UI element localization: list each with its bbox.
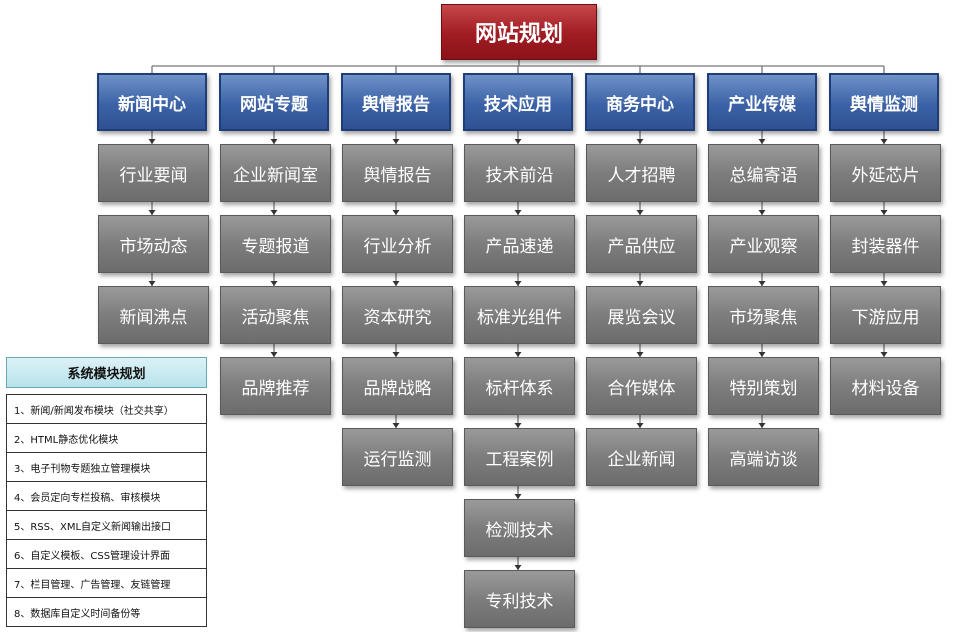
legend-item: 2、HTML静态优化模块	[7, 424, 206, 453]
item-node: 运行监测	[342, 428, 453, 486]
item-node: 标准光组件	[464, 286, 575, 344]
legend-item: 1、新闻/新闻发布模块（社交共享）	[7, 395, 206, 424]
item-node: 检测技术	[464, 499, 575, 557]
category-node: 产业传媒	[707, 73, 817, 131]
item-node: 活动聚焦	[220, 286, 331, 344]
item-node: 品牌战略	[342, 357, 453, 415]
category-node: 技术应用	[463, 73, 573, 131]
item-node: 市场聚焦	[708, 286, 819, 344]
item-node: 外延芯片	[830, 144, 941, 202]
item-node: 专利技术	[464, 570, 575, 628]
legend-list: 1、新闻/新闻发布模块（社交共享） 2、HTML静态优化模块 3、电子刊物专题独…	[6, 394, 207, 627]
category-node: 网站专题	[219, 73, 329, 131]
legend-item: 3、电子刊物专题独立管理模块	[7, 453, 206, 482]
item-node: 专题报道	[220, 215, 331, 273]
item-node: 人才招聘	[586, 144, 697, 202]
item-node: 产业观察	[708, 215, 819, 273]
item-node: 材料设备	[830, 357, 941, 415]
item-node: 舆情报告	[342, 144, 453, 202]
legend-item: 8、数据库自定义时间备份等	[7, 598, 206, 627]
item-node: 标杆体系	[464, 357, 575, 415]
item-node: 技术前沿	[464, 144, 575, 202]
item-node: 高端访谈	[708, 428, 819, 486]
module-legend: 系统模块规划 1、新闻/新闻发布模块（社交共享） 2、HTML静态优化模块 3、…	[6, 357, 207, 627]
root-node: 网站规划	[441, 4, 597, 60]
item-node: 产品供应	[586, 215, 697, 273]
item-node: 企业新闻	[586, 428, 697, 486]
item-node: 品牌推荐	[220, 357, 331, 415]
item-node: 行业分析	[342, 215, 453, 273]
category-node: 舆情监测	[829, 73, 939, 131]
legend-title: 系统模块规划	[6, 357, 207, 388]
item-node: 总编寄语	[708, 144, 819, 202]
item-node: 工程案例	[464, 428, 575, 486]
item-node: 合作媒体	[586, 357, 697, 415]
item-node: 封装器件	[830, 215, 941, 273]
item-node: 下游应用	[830, 286, 941, 344]
item-node: 市场动态	[98, 215, 209, 273]
item-node: 特别策划	[708, 357, 819, 415]
category-node: 新闻中心	[97, 73, 207, 131]
legend-item: 5、RSS、XML自定义新闻输出接口	[7, 511, 206, 540]
item-node: 企业新闻室	[220, 144, 331, 202]
item-node: 产品速递	[464, 215, 575, 273]
legend-item: 7、栏目管理、广告管理、友链管理	[7, 569, 206, 598]
item-node: 展览会议	[586, 286, 697, 344]
item-node: 新闻沸点	[98, 286, 209, 344]
item-node: 资本研究	[342, 286, 453, 344]
category-node: 舆情报告	[341, 73, 451, 131]
category-node: 商务中心	[585, 73, 695, 131]
legend-item: 6、自定义模板、CSS管理设计界面	[7, 540, 206, 569]
legend-item: 4、会员定向专栏投稿、审核模块	[7, 482, 206, 511]
item-node: 行业要闻	[98, 144, 209, 202]
